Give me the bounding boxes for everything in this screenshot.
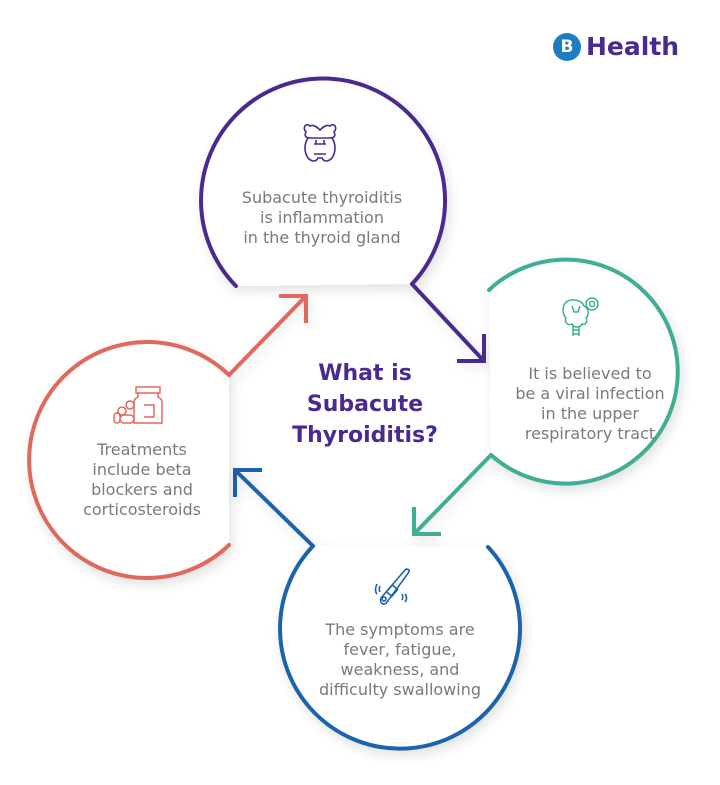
pills-bottle-icon <box>113 386 163 424</box>
title-line-1: What is <box>318 361 412 386</box>
text-line: Treatments <box>97 440 187 459</box>
text-line: include beta <box>92 460 192 479</box>
thermometer-icon <box>374 568 410 605</box>
respiratory-virus-icon <box>562 297 599 336</box>
step-symptoms-text: The symptoms are fever, fatigue, weaknes… <box>300 620 500 700</box>
text-line: fever, fatigue, <box>343 640 457 659</box>
title-line-3: Thyroiditis? <box>292 423 438 448</box>
brand-name: Health <box>586 32 680 61</box>
thyroid-gland-icon <box>303 123 337 162</box>
step-treatment-text: Treatments include beta blockers and cor… <box>62 440 222 520</box>
text-line: respiratory tract <box>524 424 656 443</box>
brand-logo-mark-icon: B <box>553 32 581 61</box>
text-line: difficulty swallowing <box>318 680 481 699</box>
text-line: is inflammation <box>260 208 384 227</box>
text-line: Subacute thyroiditis <box>241 188 403 207</box>
step-cause-text: It is believed to be a viral infection i… <box>495 364 685 444</box>
title-line-2: Subacute <box>306 392 424 417</box>
text-line: It is believed to <box>528 364 652 383</box>
text-line: be a viral infection <box>515 384 665 403</box>
step-cause-ring <box>412 257 680 536</box>
text-line: in the upper <box>541 404 639 423</box>
text-line: corticosteroids <box>83 500 201 519</box>
brand-logo[interactable]: B Health <box>553 32 679 61</box>
step-definition-ring <box>199 76 486 363</box>
step-treatment-ring <box>27 294 308 580</box>
text-line: in the thyroid gland <box>243 228 401 247</box>
step-symptoms-ring <box>233 468 523 751</box>
text-line: The symptoms are <box>325 620 475 639</box>
diagram-title: What is Subacute Thyroiditis? <box>270 358 460 451</box>
text-line: weakness, and <box>340 660 460 679</box>
step-definition-text: Subacute thyroiditis is inflammation in … <box>222 188 422 248</box>
text-line: blockers and <box>91 480 193 499</box>
